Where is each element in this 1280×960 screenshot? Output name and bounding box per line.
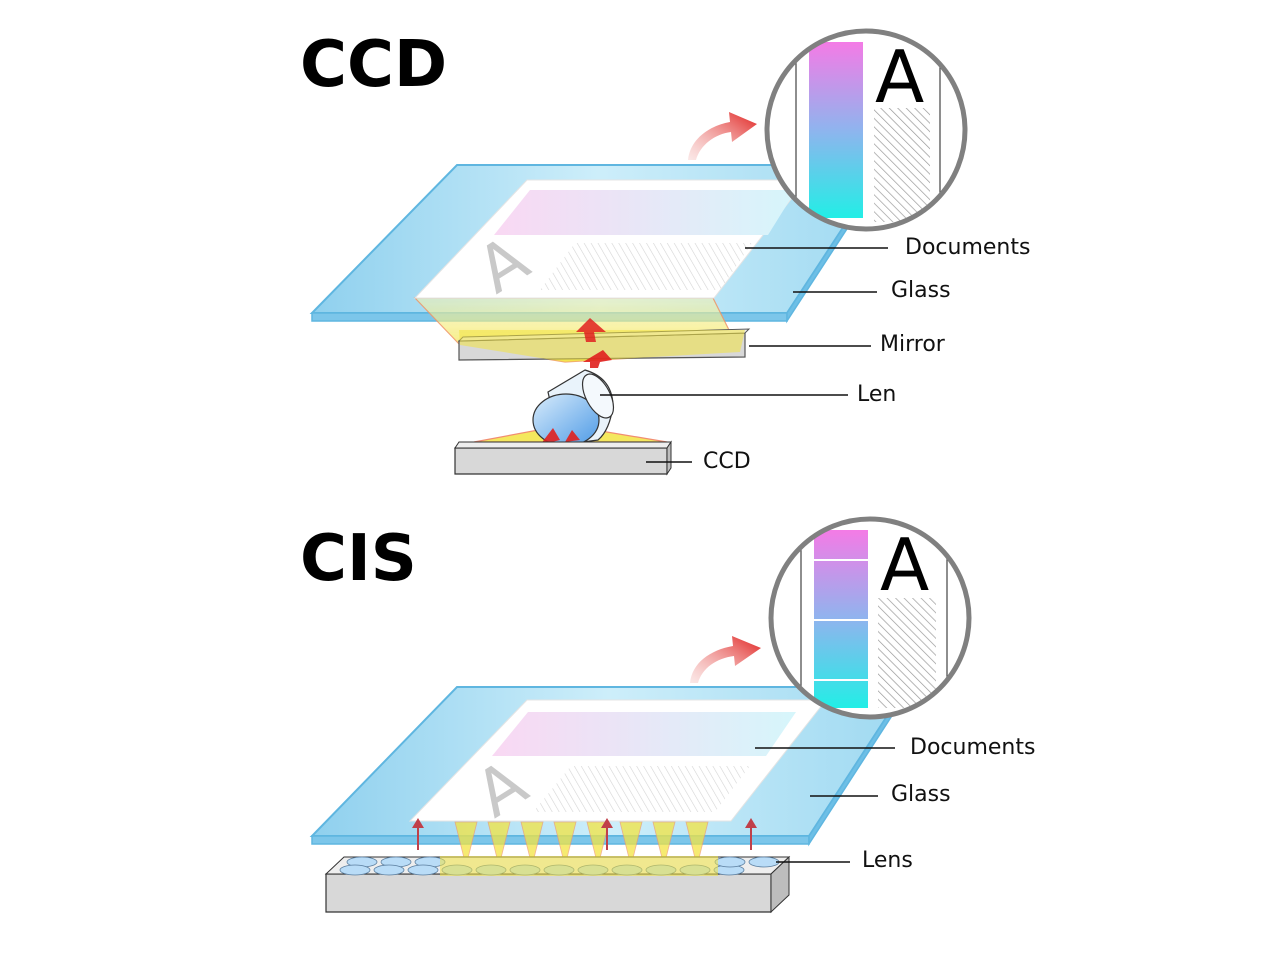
ccd-label-mirror: Mirror xyxy=(880,332,946,357)
cis-title: CIS xyxy=(300,522,417,596)
ccd-magnify-arrow xyxy=(688,112,757,160)
cis-document: A xyxy=(408,699,828,832)
cis-red-arrows xyxy=(412,818,757,850)
ccd-magnifier: A xyxy=(764,28,968,232)
cis-label-glass: Glass xyxy=(891,782,951,807)
cis-magnifier-letter: A xyxy=(880,523,929,607)
ccd-document: A xyxy=(413,179,808,308)
ccd-label-len: Len xyxy=(857,382,896,407)
ccd-mirror xyxy=(457,328,751,362)
cis-magnify-arrow xyxy=(690,636,761,683)
cis-labels: Documents Glass Lens xyxy=(755,735,1035,873)
ccd-title: CCD xyxy=(300,28,447,102)
cis-section: CIS A xyxy=(300,516,1035,914)
ccd-magnifier-letter: A xyxy=(875,35,924,119)
cis-label-lens: Lens xyxy=(862,848,913,873)
cis-light-cones xyxy=(454,821,709,867)
cis-lens-array xyxy=(324,855,791,914)
cis-label-documents: Documents xyxy=(910,735,1035,760)
ccd-label-documents: Documents xyxy=(905,235,1030,260)
cis-magnifier: A xyxy=(768,516,972,720)
ccd-label-ccd: CCD xyxy=(703,449,751,474)
ccd-labels: Documents Glass Mirror Len CCD xyxy=(600,235,1030,474)
ccd-label-glass: Glass xyxy=(891,278,951,303)
ccd-sensor xyxy=(454,440,672,476)
ccd-section: CCD A xyxy=(300,28,1030,476)
ccd-red-arrows xyxy=(540,318,612,445)
